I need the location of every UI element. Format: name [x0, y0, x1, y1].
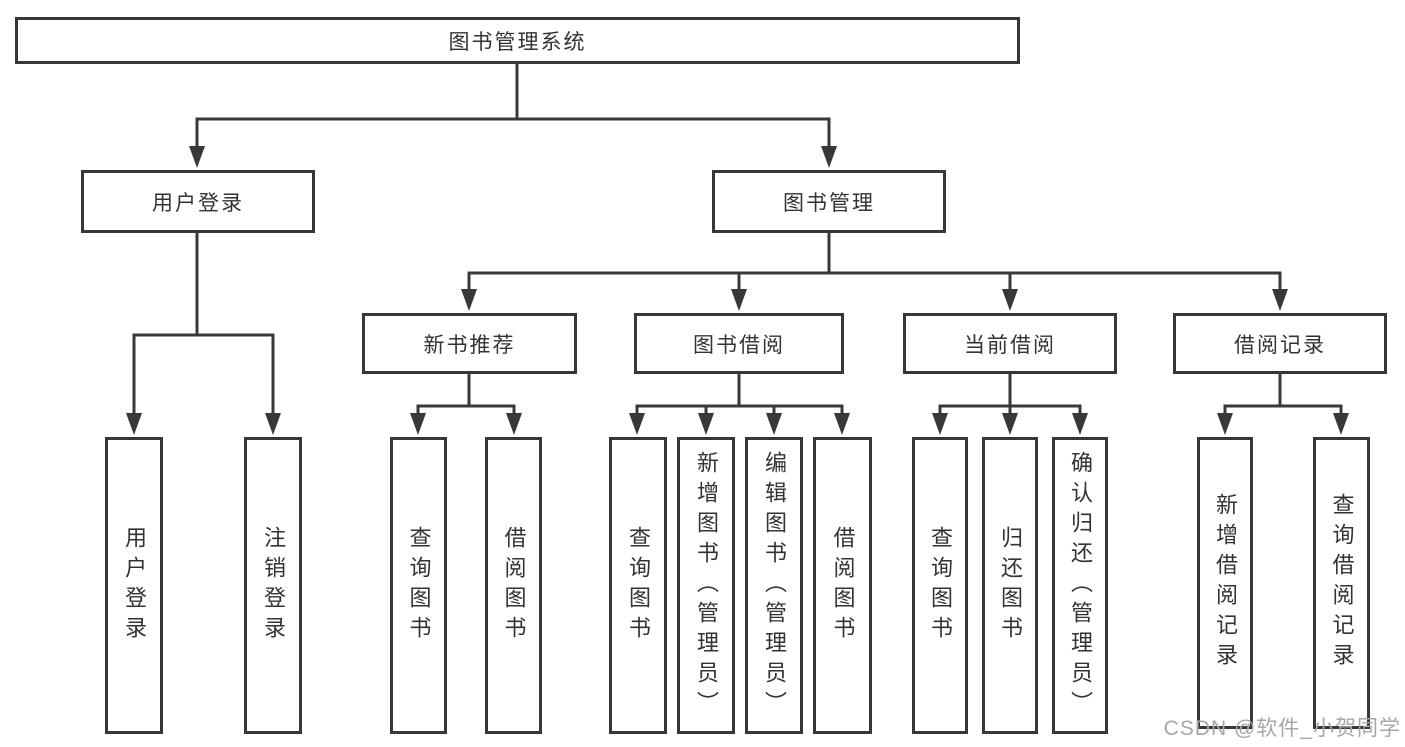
- arrowhead: [506, 413, 522, 435]
- leaf-label: 确认归还（管理员）: [1068, 450, 1093, 721]
- node-root: 图书管理系统: [15, 17, 1020, 64]
- arrowhead: [821, 146, 837, 168]
- leaf-label: 查询图书: [626, 525, 651, 646]
- leaf-label: 查询借阅记录: [1329, 493, 1355, 673]
- arrowhead: [932, 413, 948, 435]
- leaf-label: 用户登录: [122, 525, 147, 646]
- leaf-query-book-3: 查询图书: [912, 437, 968, 734]
- leaf-label: 借阅图书: [830, 525, 856, 646]
- arrowhead: [189, 146, 205, 168]
- arrowhead: [126, 413, 142, 435]
- leaf-confirm-return-admin: 确认归还（管理员）: [1052, 437, 1108, 734]
- node-new-book-recommend: 新书推荐: [362, 313, 577, 374]
- arrowhead: [834, 413, 850, 435]
- node-label: 借阅记录: [1234, 333, 1326, 357]
- arrowhead: [461, 289, 477, 311]
- leaf-query-book-1: 查询图书: [390, 437, 447, 734]
- leaf-label: 归还图书: [998, 525, 1023, 646]
- arrowhead: [698, 413, 714, 435]
- leaf-query-book-2: 查询图书: [609, 437, 667, 734]
- arrowhead: [1272, 289, 1288, 311]
- leaf-query-borrow-record: 查询借阅记录: [1313, 437, 1370, 729]
- node-book-management: 图书管理: [712, 170, 946, 233]
- arrowhead: [629, 413, 645, 435]
- leaf-label: 新增图书（管理员）: [694, 450, 719, 721]
- node-book-borrow: 图书借阅: [634, 313, 844, 374]
- arrowhead: [1002, 289, 1018, 311]
- leaf-edit-book-admin: 编辑图书（管理员）: [745, 437, 803, 734]
- leaf-add-book-admin: 新增图书（管理员）: [677, 437, 735, 734]
- node-root-label: 图书管理系统: [448, 30, 587, 54]
- leaf-return-book: 归还图书: [982, 437, 1038, 734]
- arrowhead: [265, 413, 281, 435]
- leaf-label: 查询图书: [406, 525, 432, 646]
- arrowhead: [731, 289, 747, 311]
- node-borrow-record: 借阅记录: [1173, 313, 1387, 374]
- node-label: 当前借阅: [964, 333, 1056, 357]
- leaf-label: 注销登录: [261, 525, 286, 646]
- node-current-borrow: 当前借阅: [903, 313, 1117, 374]
- leaf-borrow-book-1: 借阅图书: [485, 437, 542, 734]
- leaf-label: 查询图书: [928, 525, 953, 646]
- leaf-label: 新增借阅记录: [1213, 493, 1238, 673]
- leaf-label: 借阅图书: [501, 525, 527, 646]
- node-user-login: 用户登录: [81, 170, 315, 233]
- arrowhead: [1072, 413, 1088, 435]
- leaf-logout: 注销登录: [244, 437, 302, 734]
- node-label: 图书管理: [783, 191, 875, 215]
- watermark-text: CSDN @软件_小贺同学: [1163, 717, 1401, 740]
- node-label: 图书借阅: [693, 333, 785, 357]
- arrowhead: [1217, 413, 1233, 435]
- leaf-add-borrow-record: 新增借阅记录: [1197, 437, 1253, 729]
- arrowhead: [1002, 413, 1018, 435]
- arrowhead: [1333, 413, 1349, 435]
- node-label: 新书推荐: [423, 333, 516, 357]
- leaf-label: 编辑图书（管理员）: [762, 450, 787, 721]
- arrowhead: [766, 413, 782, 435]
- arrowhead: [410, 413, 426, 435]
- leaf-borrow-book-2: 借阅图书: [813, 437, 872, 734]
- leaf-user-login: 用户登录: [105, 437, 163, 734]
- node-label: 用户登录: [152, 191, 244, 215]
